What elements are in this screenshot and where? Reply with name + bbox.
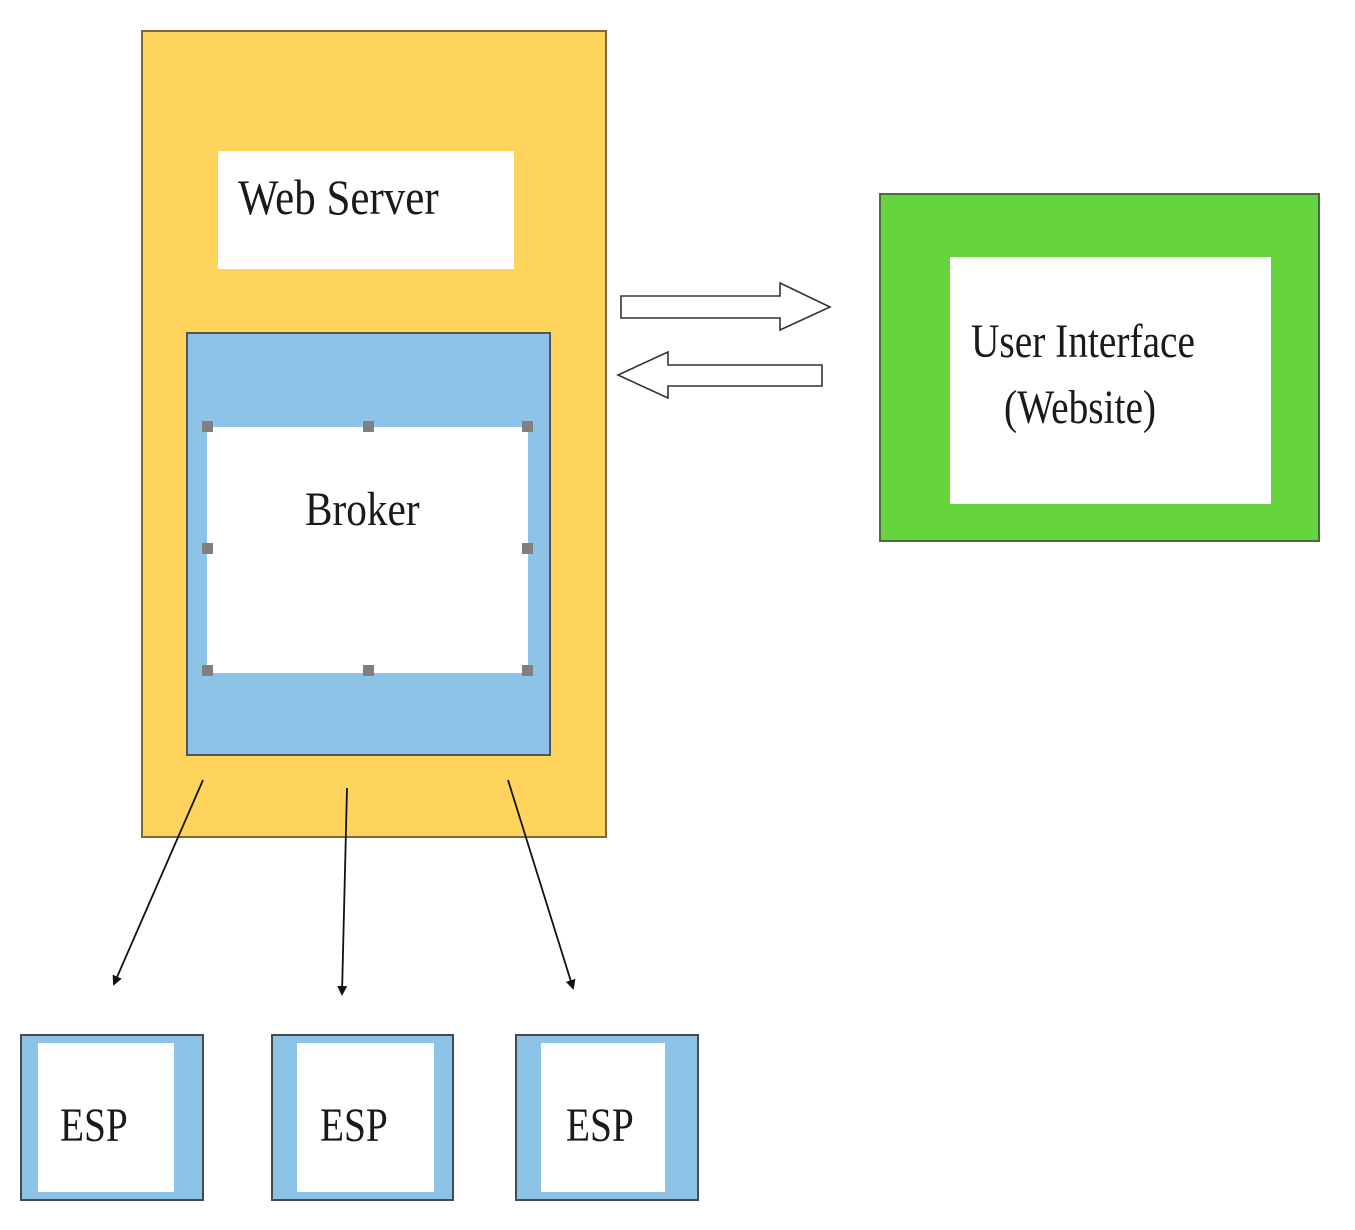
web-server-label: Web Server — [238, 169, 439, 225]
selection-handle — [522, 665, 533, 676]
selection-handle — [522, 421, 533, 432]
selection-handle — [363, 421, 374, 432]
broker-to-esp-1-arrow — [112, 779, 204, 986]
user-interface-sublabel: (Website) — [1004, 381, 1157, 434]
request-arrow — [620, 281, 832, 332]
esp-node-1-label: ESP — [60, 1099, 128, 1152]
broker-inner-box — [207, 427, 528, 673]
selection-handle — [202, 421, 213, 432]
user-interface-label: User Interface — [971, 315, 1195, 368]
esp-node-2-inner — [297, 1043, 434, 1192]
selection-handle — [202, 543, 213, 554]
esp-node-1-inner — [38, 1043, 174, 1192]
selection-handle — [202, 665, 213, 676]
selection-handle — [522, 543, 533, 554]
broker-label: Broker — [305, 483, 420, 536]
broker-to-esp-3-arrow — [507, 779, 576, 990]
user-interface-inner-box — [950, 257, 1271, 504]
esp-node-3-inner — [541, 1043, 665, 1192]
selection-handle — [363, 665, 374, 676]
response-arrow — [616, 350, 823, 400]
web-server-title-box — [218, 151, 514, 269]
broker-to-esp-2-arrow — [337, 787, 348, 996]
esp-node-3-label: ESP — [566, 1099, 634, 1152]
esp-node-2-label: ESP — [320, 1099, 388, 1152]
